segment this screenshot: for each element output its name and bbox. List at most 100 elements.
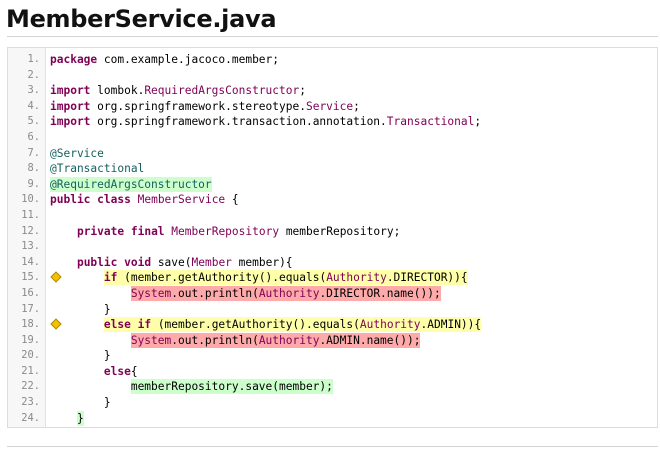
code-line: 25.} (8, 426, 657, 427)
code-token: System (130, 333, 172, 347)
code-token: public (76, 255, 118, 269)
code-line: 3.import lombok.RequiredArgsConstructor; (8, 83, 657, 99)
code-token (50, 365, 104, 378)
code-token: Authority (258, 286, 320, 300)
code-token: save( (151, 255, 192, 269)
line-number: 24. (21, 411, 40, 424)
code-text: import org.springframework.transaction.a… (50, 114, 481, 130)
indent (50, 271, 104, 284)
code-token: ; (474, 115, 482, 129)
code-token: lombok. (90, 84, 145, 98)
line-number: 16. (21, 286, 40, 299)
code-text: else{ (50, 364, 138, 380)
line-number-gutter (8, 48, 46, 427)
code-token: .ADMIN)){ (420, 318, 482, 332)
code-token: if (137, 318, 152, 332)
code-token: class (97, 193, 131, 207)
code-token: member){ (231, 255, 293, 269)
covered-highlight: memberRepository.save(member); (130, 379, 333, 395)
page-title: MemberService.java (6, 5, 277, 33)
line-number: 11. (21, 208, 40, 221)
code-token: .DIRECTOR)){ (386, 271, 468, 285)
code-text: @Transactional (50, 161, 144, 177)
code-line: 8.@Transactional (8, 161, 657, 177)
partial-coverage-highlight: if (member.getAuthority().equals(Authori… (103, 270, 468, 286)
code-text: package com.example.jacoco.member; (50, 52, 279, 68)
code-token: } (50, 396, 111, 410)
code-text: } (50, 410, 84, 427)
code-token (131, 193, 138, 206)
code-line: 14. public void save(Member member){ (8, 255, 657, 271)
code-token (131, 318, 138, 331)
code-token: memberRepository; (279, 224, 401, 238)
not-covered-highlight: System.out.println(Authority.DIRECTOR.na… (130, 285, 441, 301)
line-number: 12. (21, 224, 40, 237)
code-text: else if (member.getAuthority().equals(Au… (50, 317, 482, 333)
code-text: @RequiredArgsConstructor (50, 176, 212, 193)
code-token: Transactional (386, 115, 475, 129)
code-text: if (member.getAuthority().equals(Authori… (50, 270, 468, 286)
code-text: memberRepository.save(member); (50, 379, 333, 395)
code-line: 2. (8, 68, 657, 84)
line-number: 14. (21, 255, 40, 268)
code-line: 5.import org.springframework.transaction… (8, 114, 657, 130)
code-text: } (50, 395, 111, 411)
code-line: 18. else if (member.getAuthority().equal… (8, 317, 657, 333)
code-token: } (76, 411, 84, 425)
code-line: 24. } (8, 410, 657, 427)
line-number: 17. (21, 302, 40, 315)
code-token (50, 225, 77, 238)
code-token: if (103, 271, 118, 285)
indent (50, 334, 131, 347)
code-token: (member.getAuthority().equals( (151, 318, 360, 332)
code-text: } (50, 348, 111, 364)
code-token: System (130, 286, 172, 300)
footer-divider (7, 446, 658, 447)
code-token: @RequiredArgsConstructor (50, 177, 212, 191)
code-token: { (225, 193, 239, 207)
code-token: RequiredArgsConstructor (144, 84, 300, 98)
code-token: import (50, 99, 91, 113)
code-token: (member.getAuthority().equals( (117, 271, 327, 285)
code-text: public class MemberService { (50, 192, 239, 208)
code-token (50, 256, 77, 269)
line-number: 7. (27, 146, 40, 159)
code-token: ; (299, 84, 306, 98)
line-number: 3. (27, 84, 40, 97)
code-line: 12. private final MemberRepository membe… (8, 224, 657, 240)
code-line: 13. (8, 239, 657, 255)
partial-coverage-highlight: else if (member.getAuthority().equals(Au… (103, 317, 482, 333)
line-number: 6. (27, 130, 40, 143)
code-text: import org.springframework.stereotype.Se… (50, 99, 360, 115)
code-token: else (103, 364, 131, 378)
code-token: Authority (258, 333, 320, 347)
line-number: 21. (21, 364, 40, 377)
line-number: 23. (21, 396, 40, 409)
not-covered-highlight: System.out.println(Authority.ADMIN.name(… (130, 332, 421, 348)
line-number: 1. (27, 53, 40, 65)
code-token: .DIRECTOR.name()); (319, 286, 441, 300)
code-token: org.springframework.transaction.annotati… (90, 115, 387, 129)
line-number: 22. (21, 380, 40, 393)
code-line: 1. package com.example.jacoco.member; (8, 52, 657, 68)
code-token: Service (305, 99, 354, 113)
code-token (124, 225, 131, 238)
code-line: 23. } (8, 395, 657, 411)
code-text: public void save(Member member){ (50, 255, 293, 271)
code-token: ; (353, 99, 360, 113)
indent (50, 380, 131, 393)
code-text: } (50, 426, 57, 427)
code-token: public (50, 193, 91, 207)
code-token: package (50, 53, 98, 66)
code-text: @Service (50, 146, 104, 162)
code-token: Authority (326, 271, 387, 285)
code-line: 16. System.out.println(Authority.DIRECTO… (8, 285, 657, 302)
code-text: System.out.println(Authority.ADMIN.name(… (50, 332, 421, 349)
code-token: import (50, 115, 91, 129)
source-code-view[interactable]: 1. package com.example.jacoco.member;2.3.… (7, 47, 658, 428)
indent (50, 412, 77, 425)
code-token: Member (191, 255, 232, 269)
covered-highlight: } (76, 410, 84, 426)
code-token: org.springframework.stereotype. (90, 99, 306, 113)
code-token: void (124, 255, 152, 269)
